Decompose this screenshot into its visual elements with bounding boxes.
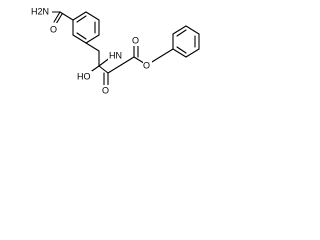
carbamate-nh-label: HN — [109, 50, 122, 60]
bond — [172, 25, 187, 35]
acid-oh-label: HO — [77, 71, 91, 81]
bond — [72, 11, 87, 21]
bond — [53, 11, 61, 23]
ring-left — [72, 11, 100, 44]
bond — [76, 15, 87, 23]
bond — [176, 29, 187, 37]
bond — [98, 65, 109, 74]
bond — [176, 46, 187, 54]
bond — [185, 25, 200, 35]
acid-o-double-label: O — [102, 85, 109, 95]
atom-labels: H2N O HN O O O HO — [30, 5, 152, 96]
bond — [85, 34, 100, 44]
carbamate-o-double-label: O — [132, 35, 139, 45]
bond — [72, 34, 87, 44]
bond — [185, 48, 200, 58]
bond — [159, 48, 174, 58]
amide-nh2-label: H2N — [31, 6, 49, 16]
ring-right — [172, 25, 200, 58]
bond — [55, 13, 63, 25]
bond — [76, 32, 87, 40]
bond — [85, 11, 100, 21]
amide-o-label: O — [50, 24, 57, 34]
bond — [120, 56, 135, 66]
carbamate-o-ester-label: O — [143, 60, 150, 70]
structure-diagram: H2N O HN O O O HO — [30, 5, 200, 96]
bond — [172, 48, 187, 58]
bond — [85, 42, 100, 52]
bond — [59, 11, 74, 21]
bond — [107, 64, 122, 74]
